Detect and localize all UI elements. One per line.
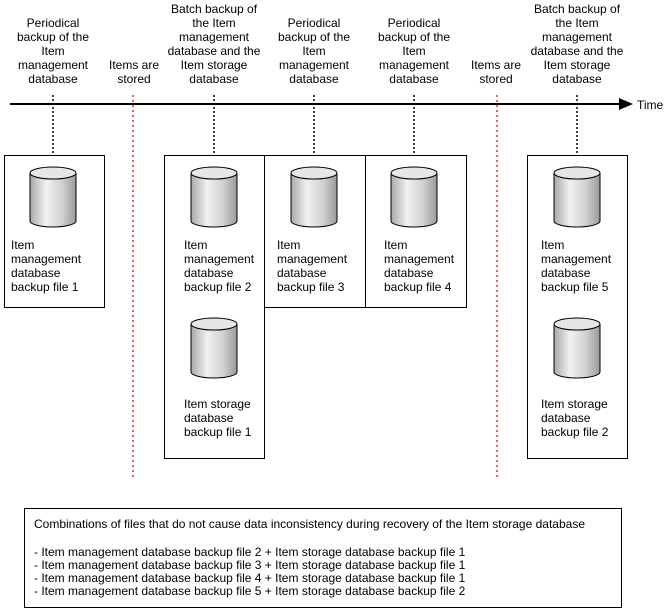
database-icon	[290, 166, 338, 228]
legend-item: - Item management database backup file 2…	[34, 545, 466, 559]
mgmt-backup-file-1-label: Item management database backup file 1	[11, 238, 82, 294]
legend-item: - Item management database backup file 5…	[34, 584, 466, 598]
combinations-legend: Combinations of files that do not cause …	[24, 508, 622, 608]
time-axis-label: Time	[637, 98, 664, 112]
legend-list: - Item management database backup file 2…	[34, 546, 465, 598]
mgmt-backup-file-5-label: Item management database backup file 5	[541, 238, 612, 294]
event-label: Items are stored	[108, 58, 159, 86]
legend-item: - Item management database backup file 4…	[34, 571, 466, 585]
event-label: Items are stored	[470, 58, 521, 86]
database-icon	[190, 166, 238, 228]
database-icon	[390, 166, 438, 228]
backup-connectors	[52, 95, 578, 155]
items-stored-markers	[132, 95, 498, 478]
timeline-arrow	[10, 98, 633, 110]
database-icon	[29, 166, 77, 228]
mgmt-backup-file-2-label: Item management database backup file 2	[184, 238, 255, 294]
storage-backup-file-2-label: Item storage database backup file 2	[541, 397, 609, 439]
event-label: Periodical backup of the Item management…	[277, 16, 351, 86]
database-icon	[553, 166, 601, 228]
mgmt-backup-file-4-label: Item management database backup file 4	[384, 238, 455, 294]
database-icon	[190, 317, 238, 379]
storage-backup-file-1-label: Item storage database backup file 1	[184, 397, 252, 439]
event-label: Periodical backup of the Item management…	[16, 16, 90, 86]
database-icon	[553, 317, 601, 379]
event-label: Periodical backup of the Item management…	[377, 16, 451, 86]
event-label: Batch backup of the Item management data…	[167, 2, 261, 86]
database-cylinders	[29, 166, 601, 379]
legend-item: - Item management database backup file 3…	[34, 558, 466, 572]
event-label: Batch backup of the Item management data…	[530, 2, 624, 86]
legend-title: Combinations of files that do not cause …	[34, 517, 585, 531]
mgmt-backup-file-3-label: Item management database backup file 3	[277, 238, 348, 294]
